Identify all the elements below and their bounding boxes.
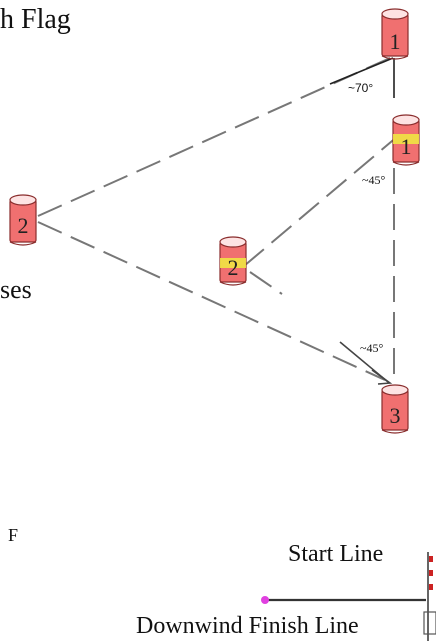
mark-2-left-buoy: 2 [9, 194, 37, 246]
f-label: F [8, 525, 19, 545]
mark-3-label: 3 [390, 403, 401, 428]
finish-pin-dot [261, 596, 269, 604]
mark-2-left-label: 2 [18, 213, 29, 238]
mark-1-lower-label: 1 [401, 134, 412, 159]
mark-1-top-buoy: 1 [381, 8, 409, 60]
mark-2-inner-label: 2 [228, 255, 239, 280]
mark-2-inner-buoy: 2 [219, 236, 247, 286]
arrow-head [371, 369, 393, 385]
angle-label-mid: ~45° [362, 173, 385, 187]
mark-3-buoy: 3 [381, 384, 409, 434]
leg-inner2-to-1 [243, 135, 399, 267]
angle-arm-diagonal [329, 57, 394, 85]
leg-inner2-tail [249, 271, 283, 295]
leg-2-to-1 [37, 57, 391, 217]
mark-1-top-label: 1 [390, 29, 401, 54]
courses-label: ses [0, 275, 32, 304]
angle-label-top: ~70° [348, 81, 373, 95]
mark-1-lower-buoy: 1 [392, 114, 420, 166]
committee-flag-markers [429, 556, 433, 590]
finish-line-label: Downwind Finish Line [136, 613, 359, 639]
flag-label: h Flag [0, 4, 71, 35]
angle-label-bottom: ~45° [360, 341, 383, 355]
start-line-label: Start Line [288, 541, 384, 567]
leg-2-to-3 [37, 221, 386, 381]
committee-boat-box [423, 611, 436, 635]
